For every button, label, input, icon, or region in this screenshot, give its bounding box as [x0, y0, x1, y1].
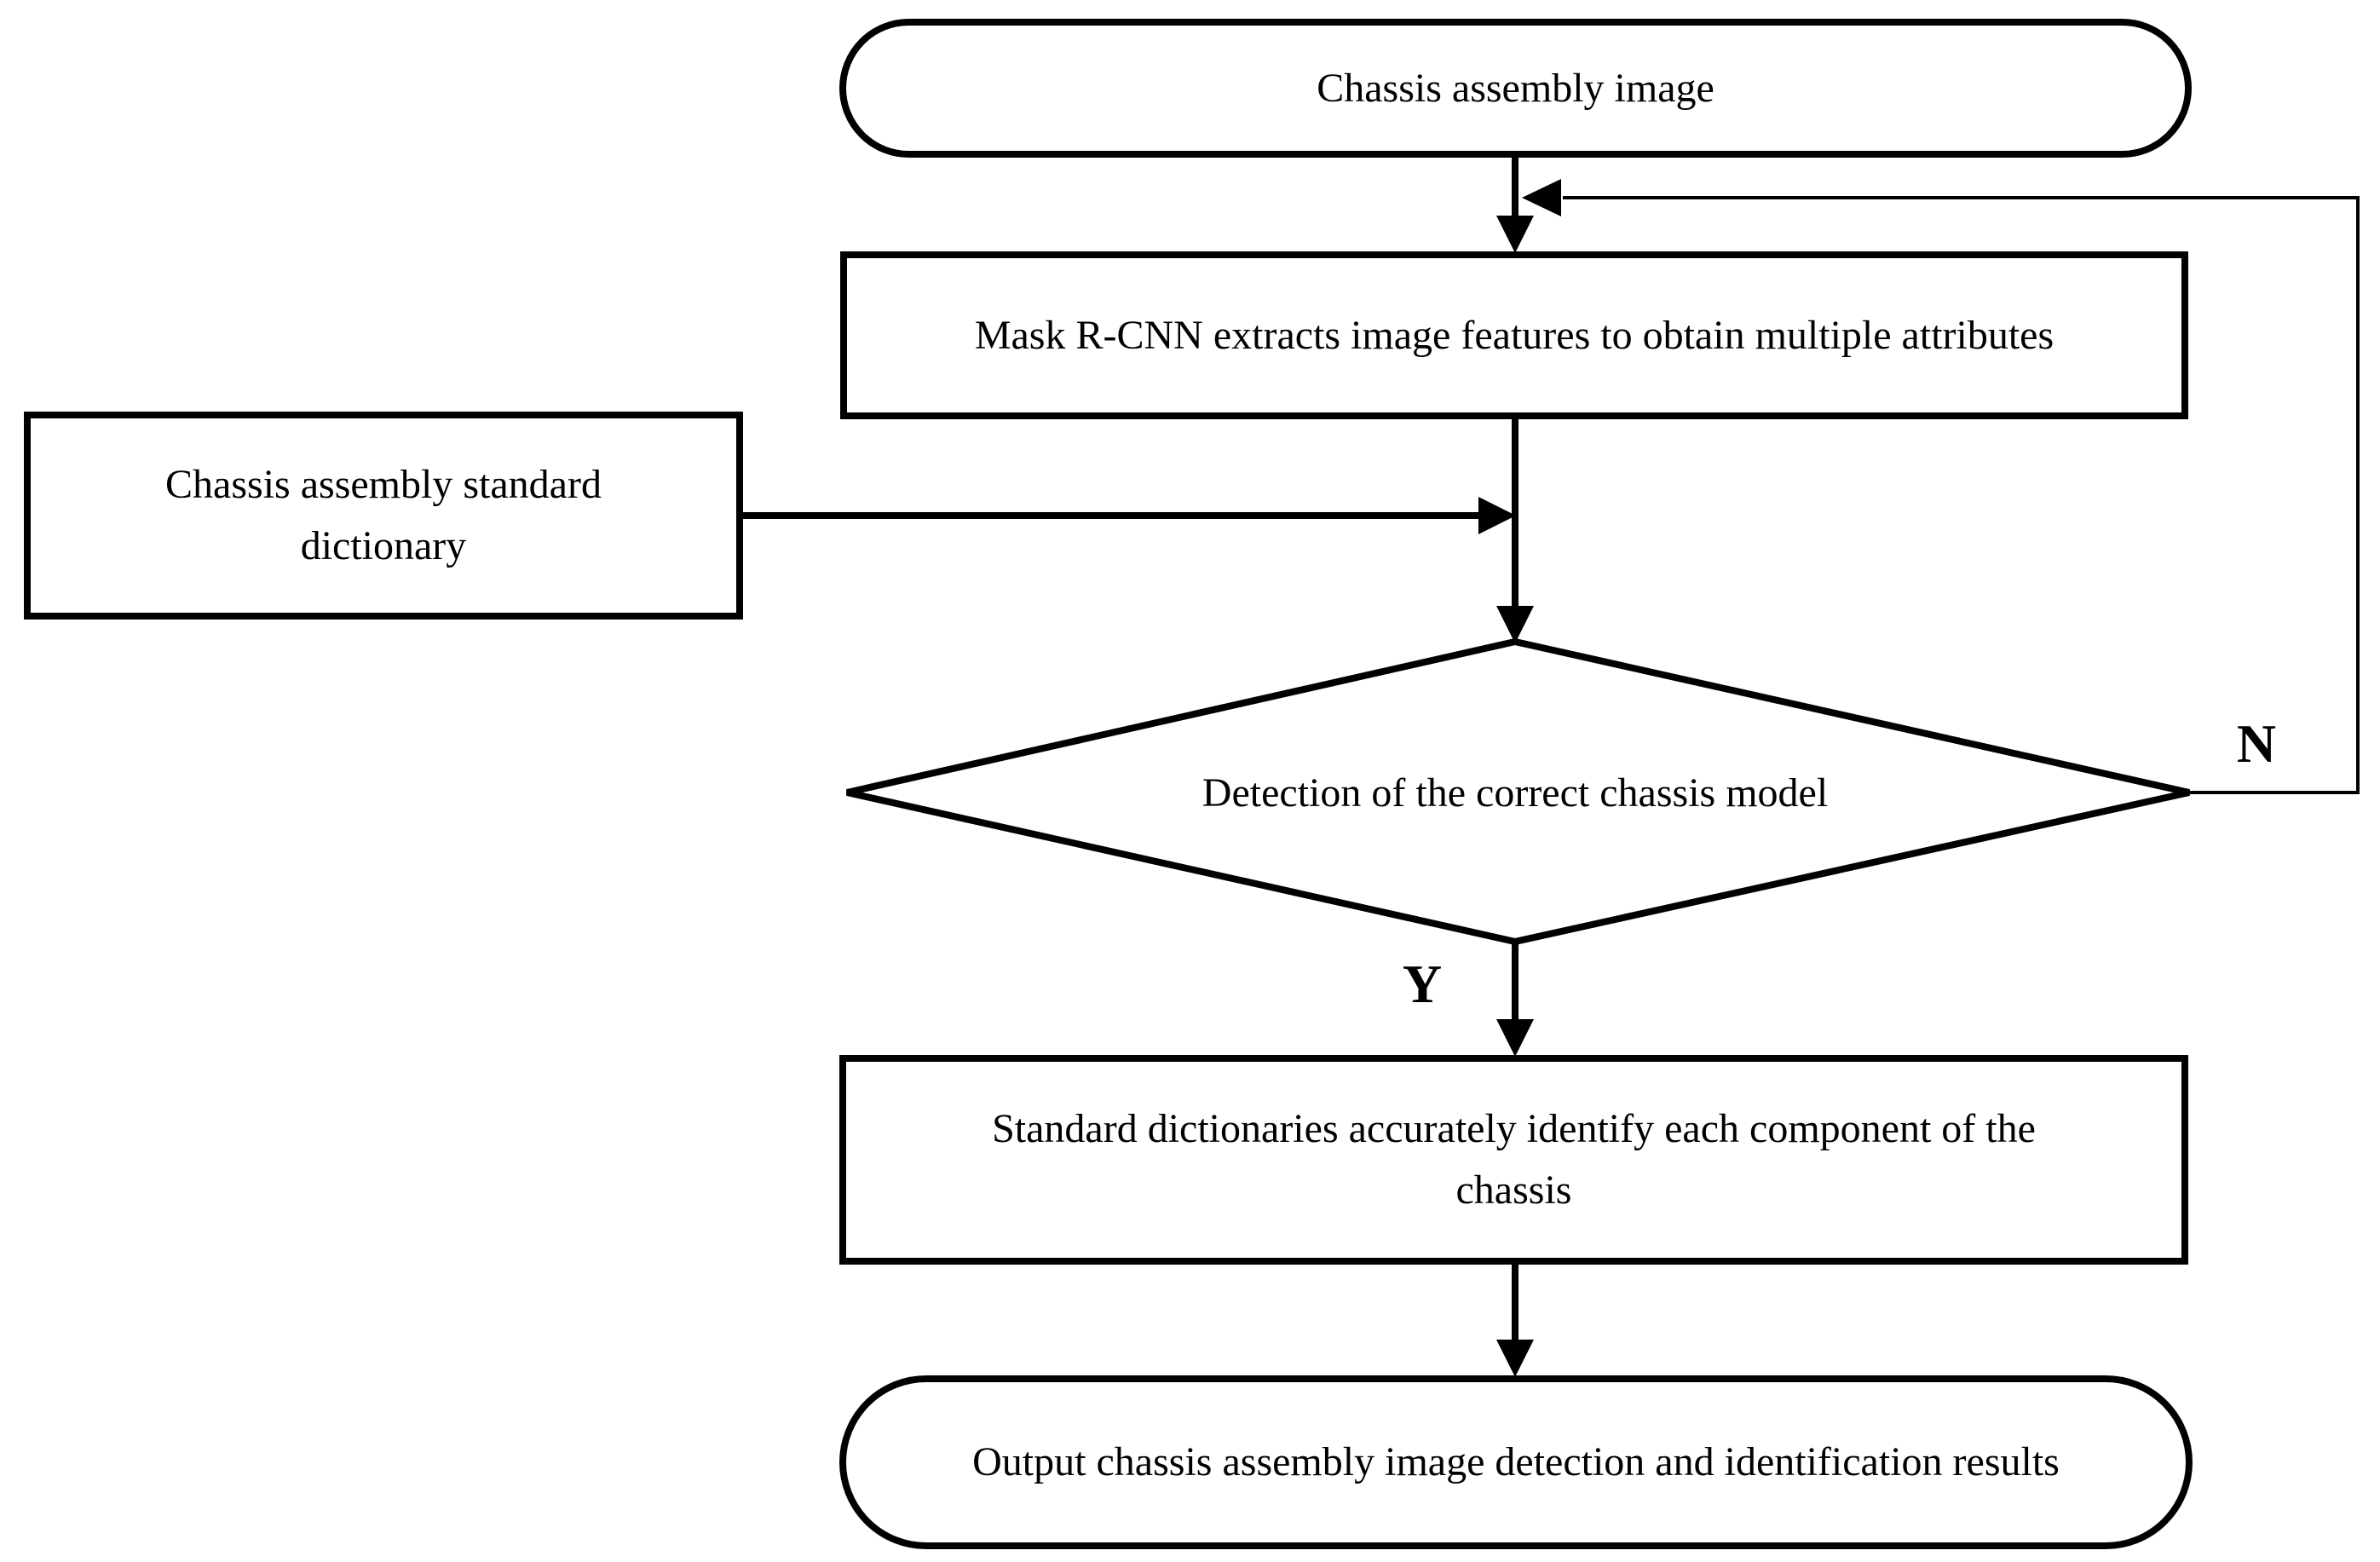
arrowhead-identify-to-output: [1496, 1340, 1534, 1377]
node-identify-label: Standard dictionaries accurately identif…: [992, 1098, 2036, 1221]
node-extract: Mask R-CNN extracts image features to ob…: [840, 251, 2188, 419]
branch-label-no-text: N: [2236, 713, 2277, 774]
node-dictionary-line1: Chassis assembly standard: [165, 462, 602, 507]
node-start-label: Chassis assembly image: [1317, 65, 1714, 111]
node-dictionary: Chassis assembly standard dictionary: [24, 412, 743, 620]
node-dictionary-line2: dictionary: [300, 523, 467, 568]
edge-no-loop: [1563, 196, 2360, 794]
branch-label-yes: Y: [1371, 946, 1473, 1023]
arrowhead-decision-to-identify: [1496, 1019, 1534, 1057]
node-extract-label: Mask R-CNN extracts image features to ob…: [974, 312, 2054, 358]
node-identify-line2: chassis: [1455, 1167, 1572, 1213]
node-identify: Standard dictionaries accurately identif…: [839, 1055, 2188, 1265]
node-output-label: Output chassis assembly image detection …: [972, 1439, 2060, 1484]
branch-label-yes-text: Y: [1402, 954, 1443, 1014]
arrowhead-dictionary-to-flow: [1478, 497, 1516, 534]
node-output: Output chassis assembly image detection …: [839, 1375, 2193, 1549]
node-decision-label: Detection of the correct chassis model: [1202, 769, 1829, 816]
node-identify-line1: Standard dictionaries accurately identif…: [992, 1106, 2036, 1151]
arrowhead-extract-to-decision: [1496, 606, 1534, 643]
arrowhead-no-loop: [1522, 179, 1561, 216]
node-dictionary-label: Chassis assembly standard dictionary: [165, 454, 602, 577]
branch-label-no: N: [2205, 706, 2308, 782]
arrowhead-start-to-extract: [1496, 216, 1534, 253]
node-start: Chassis assembly image: [839, 19, 2192, 158]
node-decision: Detection of the correct chassis model: [895, 729, 2135, 856]
